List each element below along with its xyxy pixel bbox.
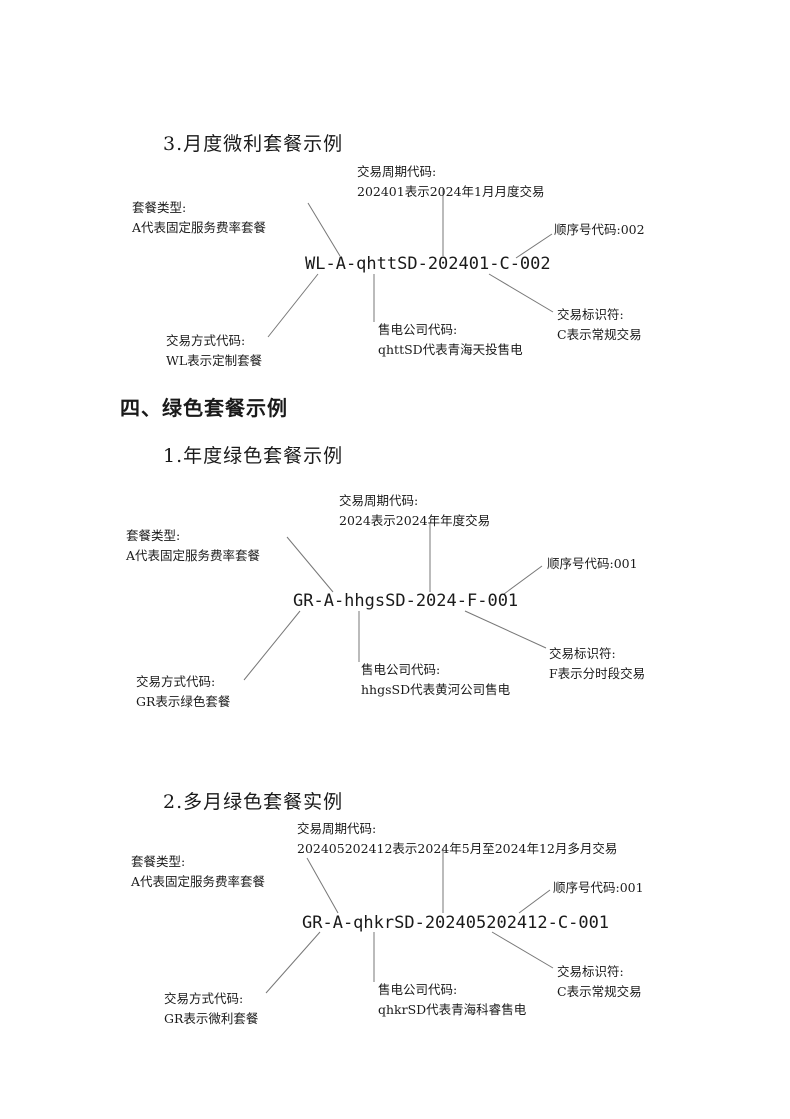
type-desc: A代表固定服务费率套餐 bbox=[131, 874, 266, 889]
mode-label: 交易方式代码: WL表示定制套餐 bbox=[166, 331, 262, 371]
line-flag bbox=[488, 273, 554, 313]
flag-label: 交易标识符: F表示分时段交易 bbox=[549, 644, 645, 684]
line-seq bbox=[503, 565, 543, 595]
type-title: 套餐类型: bbox=[126, 528, 181, 543]
company-title: 售电公司代码: bbox=[378, 322, 458, 337]
period-label: 交易周期代码: 202401表示2024年1月月度交易 bbox=[357, 162, 544, 202]
type-title: 套餐类型: bbox=[132, 200, 187, 215]
mode-title: 交易方式代码: bbox=[136, 674, 216, 689]
company-title: 售电公司代码: bbox=[378, 982, 458, 997]
package-code: GR-A-hhgsSD-2024-F-001 bbox=[293, 591, 519, 611]
line-flag bbox=[491, 931, 554, 969]
period-title: 交易周期代码: bbox=[339, 493, 419, 508]
line-type bbox=[306, 857, 339, 914]
period-desc: 202405202412表示2024年5月至2024年12月多月交易 bbox=[297, 841, 618, 856]
period-desc: 202401表示2024年1月月度交易 bbox=[357, 184, 545, 199]
flag-desc: C表示常规交易 bbox=[557, 984, 642, 999]
flag-label: 交易标识符: C表示常规交易 bbox=[557, 962, 642, 1002]
mode-desc: GR表示绿色套餐 bbox=[136, 694, 231, 709]
seq-label: 顺序号代码:001 bbox=[547, 556, 638, 571]
seq-label: 顺序号代码:002 bbox=[554, 222, 645, 237]
line-mode bbox=[267, 273, 319, 338]
mode-desc: GR表示微利套餐 bbox=[164, 1011, 259, 1026]
seq-label: 顺序号代码:001 bbox=[553, 880, 644, 895]
package-code: GR-A-qhkrSD-202405202412-C-001 bbox=[302, 913, 610, 933]
section-heading: 2.多月绿色套餐实例 bbox=[163, 791, 344, 813]
period-label: 交易周期代码: 202405202412表示2024年5月至2024年12月多月… bbox=[297, 819, 617, 859]
company-label: 售电公司代码: qhkrSD代表青海科睿售电 bbox=[378, 980, 526, 1020]
type-label: 套餐类型: A代表固定服务费率套餐 bbox=[131, 852, 265, 892]
type-desc: A代表固定服务费率套餐 bbox=[126, 548, 261, 563]
type-label: 套餐类型: A代表固定服务费率套餐 bbox=[126, 526, 260, 566]
flag-desc: F表示分时段交易 bbox=[549, 666, 646, 681]
period-title: 交易周期代码: bbox=[357, 164, 437, 179]
mode-label: 交易方式代码: GR表示微利套餐 bbox=[164, 989, 258, 1029]
period-title: 交易周期代码: bbox=[297, 821, 377, 836]
company-desc: qhkrSD代表青海科睿售电 bbox=[378, 1002, 527, 1017]
flag-title: 交易标识符: bbox=[549, 646, 616, 661]
line-seq bbox=[518, 889, 551, 914]
chapter-heading: 四、绿色套餐示例 bbox=[120, 396, 288, 420]
package-code: WL-A-qhttSD-202401-C-002 bbox=[305, 254, 551, 274]
line-mode bbox=[265, 931, 321, 994]
mode-desc: WL表示定制套餐 bbox=[166, 353, 263, 368]
line-type bbox=[286, 536, 334, 593]
line-mode bbox=[243, 610, 301, 681]
line-flag bbox=[464, 610, 547, 649]
type-label: 套餐类型: A代表固定服务费率套餐 bbox=[132, 198, 266, 238]
section-heading: 3.月度微利套餐示例 bbox=[163, 133, 344, 155]
flag-title: 交易标识符: bbox=[557, 964, 624, 979]
mode-label: 交易方式代码: GR表示绿色套餐 bbox=[136, 672, 230, 712]
line-seq bbox=[515, 233, 553, 259]
period-desc: 2024表示2024年年度交易 bbox=[339, 513, 491, 528]
flag-desc: C表示常规交易 bbox=[557, 327, 642, 342]
flag-label: 交易标识符: C表示常规交易 bbox=[557, 305, 642, 345]
line-type bbox=[307, 202, 341, 257]
flag-title: 交易标识符: bbox=[557, 307, 624, 322]
company-desc: hhgsSD代表黄河公司售电 bbox=[361, 682, 511, 697]
type-desc: A代表固定服务费率套餐 bbox=[132, 220, 267, 235]
company-label: 售电公司代码: hhgsSD代表黄河公司售电 bbox=[361, 660, 510, 700]
mode-title: 交易方式代码: bbox=[166, 333, 246, 348]
company-label: 售电公司代码: qhttSD代表青海天投售电 bbox=[378, 320, 523, 360]
company-desc: qhttSD代表青海天投售电 bbox=[378, 342, 523, 357]
mode-title: 交易方式代码: bbox=[164, 991, 244, 1006]
company-title: 售电公司代码: bbox=[361, 662, 441, 677]
section-heading: 1.年度绿色套餐示例 bbox=[163, 445, 344, 467]
type-title: 套餐类型: bbox=[131, 854, 186, 869]
period-label: 交易周期代码: 2024表示2024年年度交易 bbox=[339, 491, 490, 531]
